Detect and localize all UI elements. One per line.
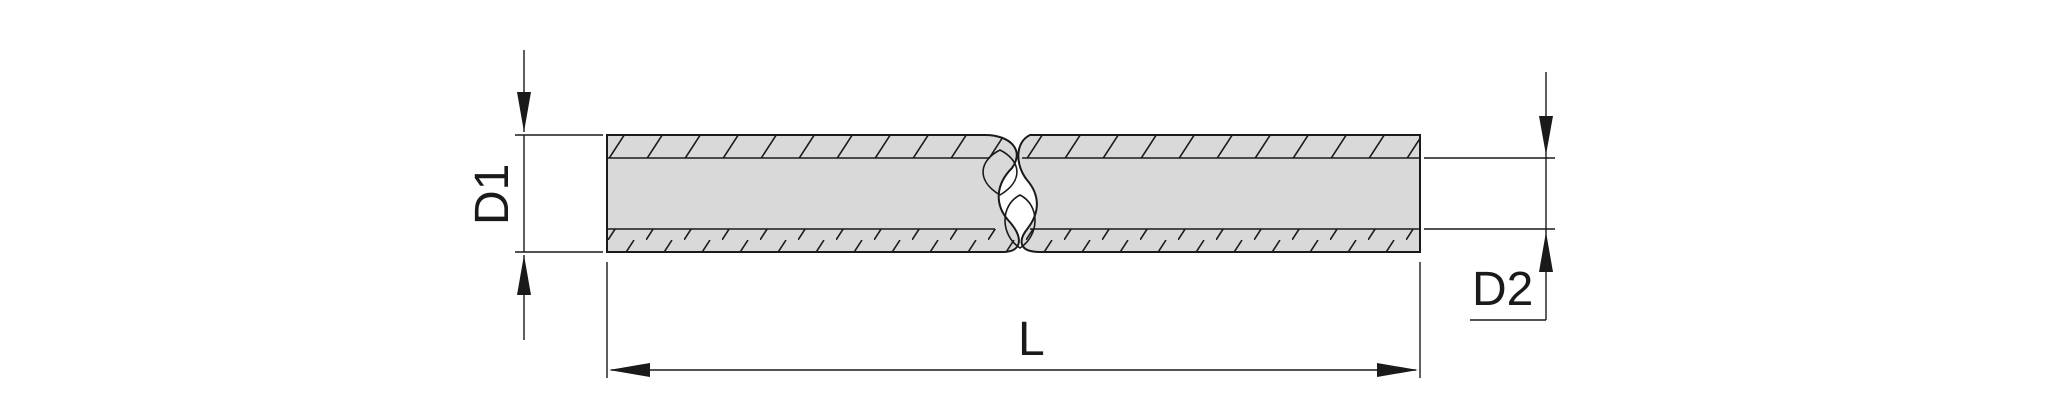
dimension-length xyxy=(606,262,1421,378)
break-line-lower-loop xyxy=(1004,194,1036,249)
sleeve-right-half xyxy=(1017,134,1421,253)
d1-arrow-down xyxy=(517,92,531,132)
length-arrow-right xyxy=(1377,363,1418,377)
length-arrow-left xyxy=(609,363,650,377)
sleeve-right-outline xyxy=(1017,134,1421,253)
length-label: L xyxy=(1018,313,1045,366)
break-line-upper-loop xyxy=(982,149,1018,196)
sleeve-body xyxy=(606,134,1421,253)
dimension-d1 xyxy=(515,50,603,340)
d2-label: D2 xyxy=(1472,263,1533,316)
d1-arrow-up xyxy=(517,255,531,295)
sleeve-left-half xyxy=(606,134,1020,253)
d2-arrow-up xyxy=(1539,232,1553,272)
d1-label: D1 xyxy=(466,164,519,225)
d2-arrow-down xyxy=(1539,116,1553,155)
dimension-d2 xyxy=(1424,72,1555,321)
